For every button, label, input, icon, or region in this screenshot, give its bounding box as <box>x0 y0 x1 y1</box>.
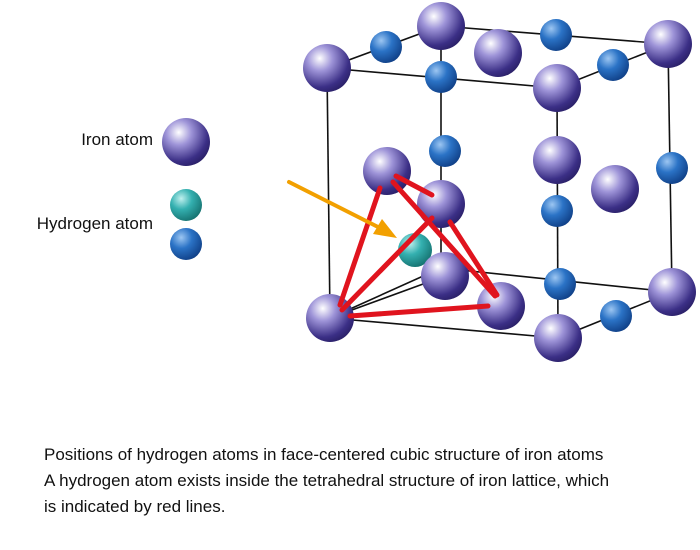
tetra-edge <box>337 185 383 308</box>
iron-atom <box>363 147 411 195</box>
iron-atom <box>477 282 525 330</box>
tetra-edge <box>347 303 491 319</box>
caption-line-2: A hydrogen atom exists inside the tetrah… <box>44 471 610 490</box>
iron-atom <box>648 268 696 316</box>
edge-front-bottom <box>329 317 559 339</box>
iron-atom <box>534 314 582 362</box>
caption-line-1: Positions of hydrogen atoms in face-cent… <box>44 445 604 464</box>
figure-caption: Positions of hydrogen atoms in face-cent… <box>44 442 684 520</box>
hydrogen-atom-octahedral <box>597 49 629 81</box>
legend-hydrogen-label: Hydrogen atom <box>37 214 153 233</box>
iron-atom <box>644 20 692 68</box>
legend-iron-label: Iron atom <box>81 130 153 149</box>
hydrogen-atom-octahedral <box>544 268 576 300</box>
hydrogen-atom-octahedral <box>370 31 402 63</box>
hydrogen-atom-octahedral <box>540 19 572 51</box>
hydrogen-atom-octahedral <box>541 195 573 227</box>
legend-iron-swatch <box>162 118 210 166</box>
tetrahedron-region <box>306 147 582 362</box>
legend-hydrogen-swatch-octahedral <box>170 228 202 260</box>
iron-atom <box>591 165 639 213</box>
tetrahedron-edges <box>337 173 500 319</box>
iron-atom <box>417 180 465 228</box>
tetra-edge <box>447 219 500 298</box>
iron-atom <box>306 294 354 342</box>
pointer-arrow <box>287 180 397 238</box>
iron-atom <box>533 64 581 112</box>
legend: Iron atom Hydrogen atom <box>37 118 210 260</box>
legend-hydrogen-swatch-tetrahedral <box>170 189 202 221</box>
edge-front-left-vertical <box>326 67 331 319</box>
hydrogen-atom-octahedral <box>429 135 461 167</box>
back-atoms <box>303 2 696 332</box>
iron-atom <box>417 2 465 50</box>
hydrogen-atom-octahedral <box>600 300 632 332</box>
tetra-edge <box>390 179 498 299</box>
iron-atom <box>474 29 522 77</box>
hydrogen-atom-octahedral <box>656 152 688 184</box>
tetra-edge <box>339 215 435 313</box>
caption-line-3: is indicated by red lines. <box>44 497 226 516</box>
hydrogen-atom-octahedral <box>425 61 457 93</box>
iron-atom <box>303 44 351 92</box>
tetra-edge <box>393 173 435 198</box>
iron-atom <box>533 136 581 184</box>
iron-atom <box>421 252 469 300</box>
